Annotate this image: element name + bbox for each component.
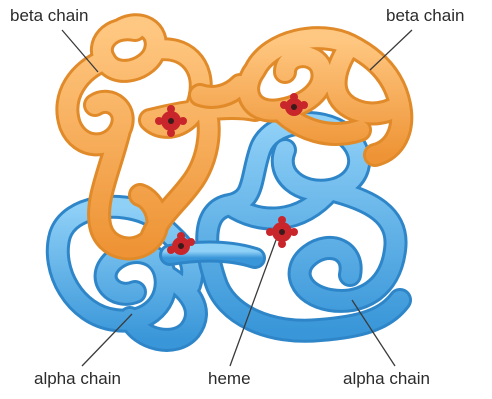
label-alpha-chain-left: alpha chain [34,369,121,389]
label-heme: heme [208,369,251,389]
label-beta-chain-right: beta chain [386,6,464,26]
beta-chain-right [200,38,401,155]
label-alpha-chain-right: alpha chain [343,369,430,389]
label-beta-chain-left: beta chain [10,6,88,26]
